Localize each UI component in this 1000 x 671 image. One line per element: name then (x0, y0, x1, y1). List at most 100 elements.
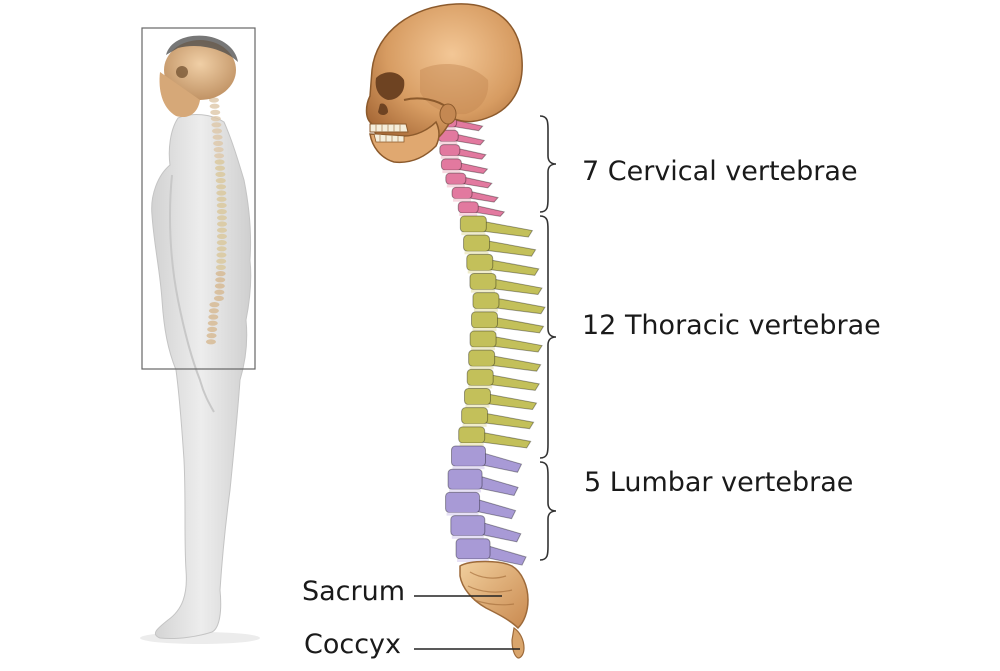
cervical-intervertebral-disc (442, 170, 461, 174)
thoracic-spinous-process (485, 412, 535, 430)
lumbar-vertebra (450, 515, 522, 543)
cervical-spinous-process (463, 176, 493, 189)
cervical-spinous-process (457, 147, 487, 160)
thumbnail-vertebra (213, 140, 224, 146)
coccyx-label: Coccyx (304, 629, 402, 660)
cervical-vertebral-body (439, 144, 461, 157)
cervical-spinous-process (455, 133, 486, 146)
thoracic-vertebral-body (468, 349, 496, 367)
cervical-spinous-process (469, 190, 499, 203)
region-brackets (539, 115, 557, 561)
cervical-vertebral-body (440, 158, 462, 171)
thoracic-vertebra (461, 407, 535, 430)
thoracic-intervertebral-disc (472, 328, 497, 331)
thumbnail-vertebra (210, 109, 221, 115)
body-silhouette (151, 114, 252, 639)
thoracic-label: 12 Thoracic vertebrae (582, 310, 881, 341)
thoracic-vertebra (468, 349, 542, 372)
thumbnail-vertebra (212, 128, 223, 134)
cervical-vertebra (457, 201, 506, 217)
thumbnail-vertebra (206, 333, 217, 339)
lumbar-vertebral-body (445, 491, 481, 514)
lumbar-intervertebral-disc (446, 512, 479, 516)
sacrum-coccyx-bones (459, 560, 529, 659)
thumbnail-vertebra (210, 116, 221, 122)
lumbar-spinous-process (477, 498, 517, 520)
thumbnail-vertebra (216, 215, 227, 221)
thumbnail-vertebra (209, 103, 220, 109)
thumbnail-vertebra (215, 277, 226, 283)
thumbnail-vertebra (214, 159, 225, 165)
cervical-vertebral-body (457, 201, 479, 214)
thumbnail-vertebra (216, 233, 227, 239)
cervical-vertebral-body (451, 186, 473, 200)
lumbar-vertebra (447, 468, 519, 497)
thoracic-vertebral-body (466, 368, 494, 387)
thumbnail-vertebra (208, 314, 219, 320)
thumbnail-vertebra (214, 283, 225, 289)
skull (365, 3, 523, 164)
thoracic-vertebral-body (463, 388, 491, 406)
lumbar-label: 5 Lumbar vertebrae (584, 467, 854, 498)
lumbar-intervertebral-disc (457, 559, 490, 562)
lumbar-intervertebral-disc (449, 489, 482, 493)
lumbar-intervertebral-disc (451, 535, 484, 539)
thumbnail-vertebra (208, 308, 219, 314)
cervical-vertebra (445, 172, 493, 189)
cervical-intervertebral-disc (453, 198, 472, 202)
thoracic-vertebral-body (469, 330, 497, 348)
thoracic-vertebral-body (463, 234, 491, 252)
thoracic-spinous-process (495, 316, 545, 334)
thoracic-intervertebral-disc (470, 289, 495, 293)
thumbnail-vertebra (214, 289, 225, 295)
lumbar-vertebral-body (450, 515, 486, 537)
thumbnail-vertebra (207, 326, 218, 332)
thumbnail-vertebra (209, 302, 220, 308)
thoracic-vertebral-body (472, 292, 500, 310)
lumbar-intervertebral-disc (452, 466, 485, 470)
thumbnail-vertebra (216, 190, 227, 196)
thoracic-intervertebral-disc (459, 443, 484, 446)
thumbnail-vertebra (216, 196, 227, 202)
thoracic-intervertebral-disc (468, 385, 493, 389)
sacrum-bone (459, 560, 529, 630)
thoracic-vertebra (471, 311, 545, 334)
thumbnail-vertebra (214, 153, 225, 159)
cervical-intervertebral-disc (440, 155, 459, 159)
thoracic-intervertebral-disc (467, 270, 492, 274)
cervical-intervertebral-disc (459, 213, 478, 216)
lumbar-vertebra (455, 538, 527, 566)
thoracic-spinous-process (493, 336, 543, 353)
thumbnail-vertebra (215, 264, 226, 270)
thoracic-intervertebral-disc (465, 404, 490, 408)
thumbnail-vertebra (211, 122, 222, 128)
thoracic-vertebral-body (471, 311, 499, 329)
thoracic-vertebral-body (458, 426, 486, 444)
thumbnail-vertebra (216, 227, 227, 233)
thumbnail-vertebra (215, 271, 226, 277)
cervical-vertebra (451, 186, 499, 203)
thoracic-spinous-process (487, 240, 537, 257)
cervical-vertebral-body (445, 172, 467, 185)
thoracic-spinous-process (490, 259, 540, 276)
thumbnail-vertebra (216, 240, 227, 246)
thumbnail-vertebra (216, 202, 227, 208)
thumbnail-vertebra (215, 178, 226, 184)
thumbnail-vertebra (215, 165, 226, 171)
lumbar-spinous-process (479, 475, 519, 497)
cervical-spinous-process (475, 205, 506, 217)
cervical-intervertebral-disc (439, 141, 458, 145)
spine-column (436, 115, 546, 566)
arm-silhouette (169, 174, 215, 413)
cervical-vertebra (437, 129, 486, 146)
thoracic-intervertebral-disc (471, 347, 496, 351)
thoracic-vertebral-body (461, 407, 489, 425)
thumbnail-skull (159, 35, 238, 118)
thoracic-spinous-process (487, 393, 538, 411)
thumbnail-vertebra (216, 252, 227, 258)
thoracic-spinous-process (482, 431, 532, 449)
thoracic-intervertebral-disc (469, 366, 494, 370)
thumbnail-vertebra (216, 209, 227, 215)
thumbnail-spine (205, 97, 227, 345)
